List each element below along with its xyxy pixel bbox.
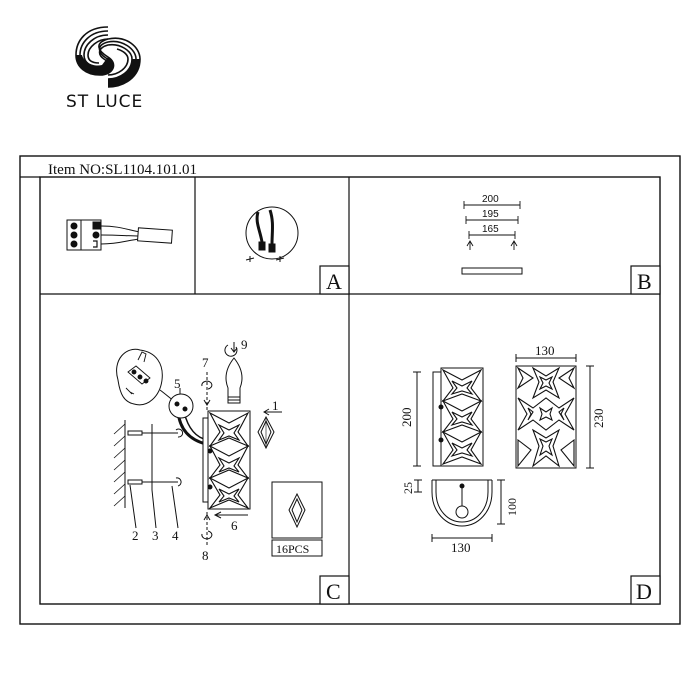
dim-d-front-width: 130 xyxy=(535,343,555,358)
dim-d-top-offset: 25 xyxy=(401,482,415,494)
crystal-count-label: 16PCS xyxy=(276,542,309,556)
dim-d-side-height: 200 xyxy=(399,408,414,428)
dim-d-top-depth: 100 xyxy=(505,498,519,516)
panel-d-letter: D xyxy=(636,579,652,604)
callout-2: 2 xyxy=(132,528,139,543)
dim-b-200: 200 xyxy=(482,194,499,205)
outer-frame xyxy=(19,155,681,625)
dim-d-front-height: 230 xyxy=(591,409,606,429)
bracket-dimension-diagram xyxy=(461,201,523,275)
panel-a-letter: A xyxy=(326,269,342,294)
dim-d-top-width: 130 xyxy=(451,540,471,555)
dim-b-195: 195 xyxy=(482,209,499,220)
wall-mount-assembly xyxy=(113,342,323,557)
callout-5: 5 xyxy=(174,376,181,391)
st-luce-logo xyxy=(75,26,141,88)
callout-1: 1 xyxy=(272,398,279,413)
terminal-block-diagram xyxy=(66,219,173,251)
callout-3: 3 xyxy=(152,528,159,543)
wire-strip-diagram xyxy=(245,206,299,262)
fixture-dimension-views xyxy=(413,354,594,542)
panel-b-letter: B xyxy=(637,269,652,294)
callout-9: 9 xyxy=(241,337,248,352)
callout-4: 4 xyxy=(172,528,179,543)
panel-a-letter-box xyxy=(319,265,350,295)
panel-d-letter-box xyxy=(630,575,661,605)
inner-frame xyxy=(39,176,661,605)
callout-8: 8 xyxy=(202,548,209,563)
callout-7: 7 xyxy=(202,355,209,370)
dim-b-165: 165 xyxy=(482,224,499,235)
panel-c-letter-box xyxy=(319,575,350,605)
panel-b-letter-box xyxy=(630,265,661,295)
item-number: Item NO:SL1104.101.01 xyxy=(48,162,197,178)
callout-6: 6 xyxy=(231,518,238,533)
panel-c-letter: C xyxy=(326,579,341,604)
brand-name: ST LUCE xyxy=(66,92,144,112)
